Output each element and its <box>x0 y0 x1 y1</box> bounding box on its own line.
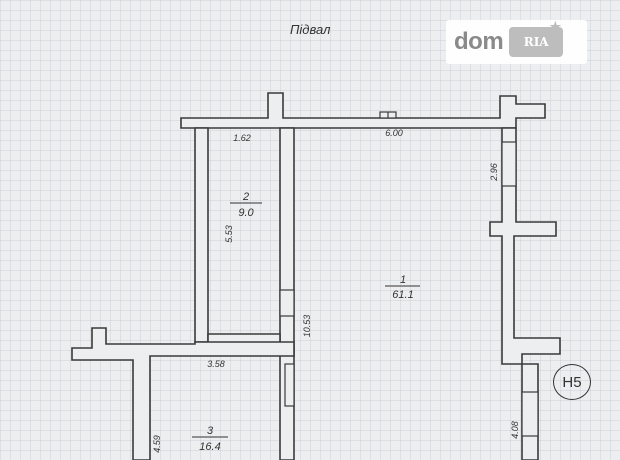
room-1-area: 61.1 <box>392 289 413 301</box>
dim-right-top: 2.96 <box>489 163 499 182</box>
room-3-number: 3 <box>207 425 214 437</box>
watermark-brand: dom <box>454 28 504 55</box>
room-2-area: 9.0 <box>238 207 254 219</box>
wall-right <box>489 127 561 460</box>
dim-room2-length: 5.53 <box>224 225 234 243</box>
opening-partition-1 <box>279 289 295 317</box>
wall-room2-left <box>194 127 209 343</box>
plan-title: Підвал <box>290 22 331 37</box>
room-1-number: 1 <box>400 274 406 286</box>
opening-right-bottom <box>521 391 539 437</box>
dim-room1-length: 10.53 <box>302 315 312 338</box>
star-icon: ★ <box>549 20 562 35</box>
watermark-badge: ★ RIA <box>509 20 564 57</box>
sheet-code-badge: Н5 <box>553 364 591 400</box>
room-2-number: 2 <box>242 191 249 203</box>
dim-room2-width: 1.62 <box>233 133 251 143</box>
dom-ria-watermark: dom ★ RIA <box>446 20 587 64</box>
dim-room3-length: 4.59 <box>152 435 162 453</box>
dim-room3-width: 3.58 <box>207 359 225 369</box>
wall-top <box>180 92 546 129</box>
dim-right-bottom: 4.08 <box>510 421 520 439</box>
opening-partition-2 <box>284 363 295 407</box>
opening-right-top <box>501 141 517 187</box>
room-3-area: 16.4 <box>199 441 220 453</box>
wall-room3-top <box>71 327 295 460</box>
dim-top-width: 6.00 <box>385 128 403 138</box>
watermark-badge-text: RIA <box>523 35 549 49</box>
